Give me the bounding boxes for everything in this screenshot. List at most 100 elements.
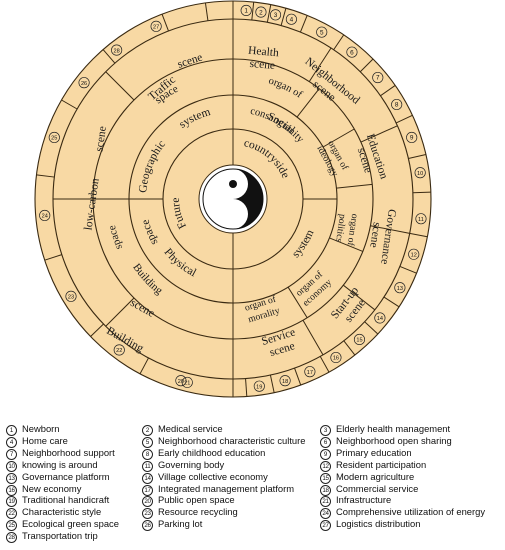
legend-number: 12 (320, 460, 331, 472)
divider-line (360, 125, 398, 143)
number-label-25: 25 (48, 131, 60, 144)
legend-number: 5 (142, 436, 153, 448)
legend-text: Traditional handicraft (22, 494, 110, 506)
ring4-lowcarbon-line2: scene (94, 125, 109, 152)
legend-number: 4 (6, 436, 17, 448)
number-label-11: 11 (415, 213, 427, 225)
number-label-1: 1 (240, 4, 252, 17)
ring3-politics-line2: politics (333, 213, 348, 243)
divider-line (308, 47, 332, 82)
number-label-2: 2 (255, 6, 267, 18)
svg-text:14: 14 (377, 316, 383, 322)
svg-text:24: 24 (42, 214, 48, 220)
legend-number: 18 (320, 484, 331, 496)
svg-text:13: 13 (397, 286, 403, 292)
legend-text: Home care (22, 434, 68, 446)
number-label-13: 13 (394, 282, 406, 294)
divider-line (44, 254, 62, 261)
legend-number: 16 (6, 484, 17, 496)
legend-number: 26 (142, 520, 153, 532)
legend-number: 17 (142, 484, 153, 496)
divider-line (251, 2, 255, 21)
svg-text:3: 3 (274, 12, 278, 19)
legend-number: 7 (6, 448, 17, 460)
divider-line (319, 356, 330, 373)
number-label-28: 28 (111, 44, 123, 56)
legend-text: Neighborhood open sharing (336, 434, 452, 446)
svg-text:4: 4 (290, 16, 294, 23)
legend-number: 1 (6, 425, 17, 436)
legend-number: 9 (320, 448, 331, 460)
legend-text: Primary education (336, 446, 412, 458)
svg-text:5: 5 (320, 29, 324, 36)
divider-line (61, 99, 78, 110)
divider-line (329, 237, 363, 252)
legend-text: Governing body (158, 458, 225, 470)
legend-text: Comprehensive utilization of energy (336, 506, 486, 518)
legend-number: 8 (142, 448, 153, 460)
legend-item-7: 7 Neighborhood support (6, 447, 115, 460)
ring-dividers (36, 1, 431, 397)
legend-item-5: 5 Neighborhood characteristic culture (142, 435, 305, 448)
svg-text:28: 28 (114, 48, 120, 54)
divider-line (343, 340, 356, 356)
number-label-3: 3 (269, 9, 282, 21)
number-label-15: 15 (353, 333, 366, 346)
divider-line (299, 15, 308, 33)
legend-text: Integrated management platform (158, 482, 295, 494)
number-label-8: 8 (391, 98, 403, 111)
legend-text: Governance platform (22, 470, 110, 482)
svg-text:26: 26 (81, 81, 87, 87)
svg-text:20: 20 (178, 379, 184, 385)
divider-line (364, 321, 379, 335)
legend-text: knowing is around (22, 458, 98, 470)
number-label-20: 20 (175, 375, 187, 387)
svg-text:21: 21 (184, 381, 190, 387)
legend-number: 25 (6, 520, 17, 532)
divider-line (139, 357, 149, 375)
divider-line (280, 8, 287, 26)
divider-line (408, 153, 427, 159)
legend-text: Neighborhood support (22, 446, 115, 458)
divider-line (161, 13, 169, 32)
number-label-26: 26 (78, 77, 90, 89)
legend-text: Neighborhood characteristic culture (158, 434, 306, 446)
divider-line (294, 367, 302, 386)
legend-text: Infrastructure (336, 494, 392, 506)
divider-line (204, 2, 209, 21)
legend-text: Newborn (22, 423, 60, 434)
divider-line (380, 85, 396, 97)
svg-text:16: 16 (333, 356, 339, 362)
legend-item-18: 18 Commercial service (320, 483, 418, 496)
svg-text:10: 10 (417, 171, 423, 177)
legend-text: Medical service (158, 423, 223, 434)
legend-text: Parking lot (158, 518, 203, 530)
divider-line (370, 225, 410, 234)
svg-text:25: 25 (51, 136, 57, 142)
svg-text:19: 19 (256, 384, 262, 390)
yin-yang-icon (198, 164, 268, 234)
svg-text:1: 1 (244, 8, 248, 15)
legend-number: 14 (142, 472, 153, 484)
number-label-7: 7 (372, 71, 384, 84)
legend-number: 15 (320, 472, 331, 484)
legend-text: Public open space (158, 494, 235, 506)
legend-text: Ecological green space (22, 518, 119, 530)
divider-line (102, 49, 116, 64)
svg-text:17: 17 (307, 370, 313, 376)
legend-number: 22 (6, 508, 17, 520)
legend-text: Elderly health management (336, 423, 451, 434)
legend-text: Commercial service (336, 482, 419, 494)
number-label-24: 24 (39, 209, 51, 222)
